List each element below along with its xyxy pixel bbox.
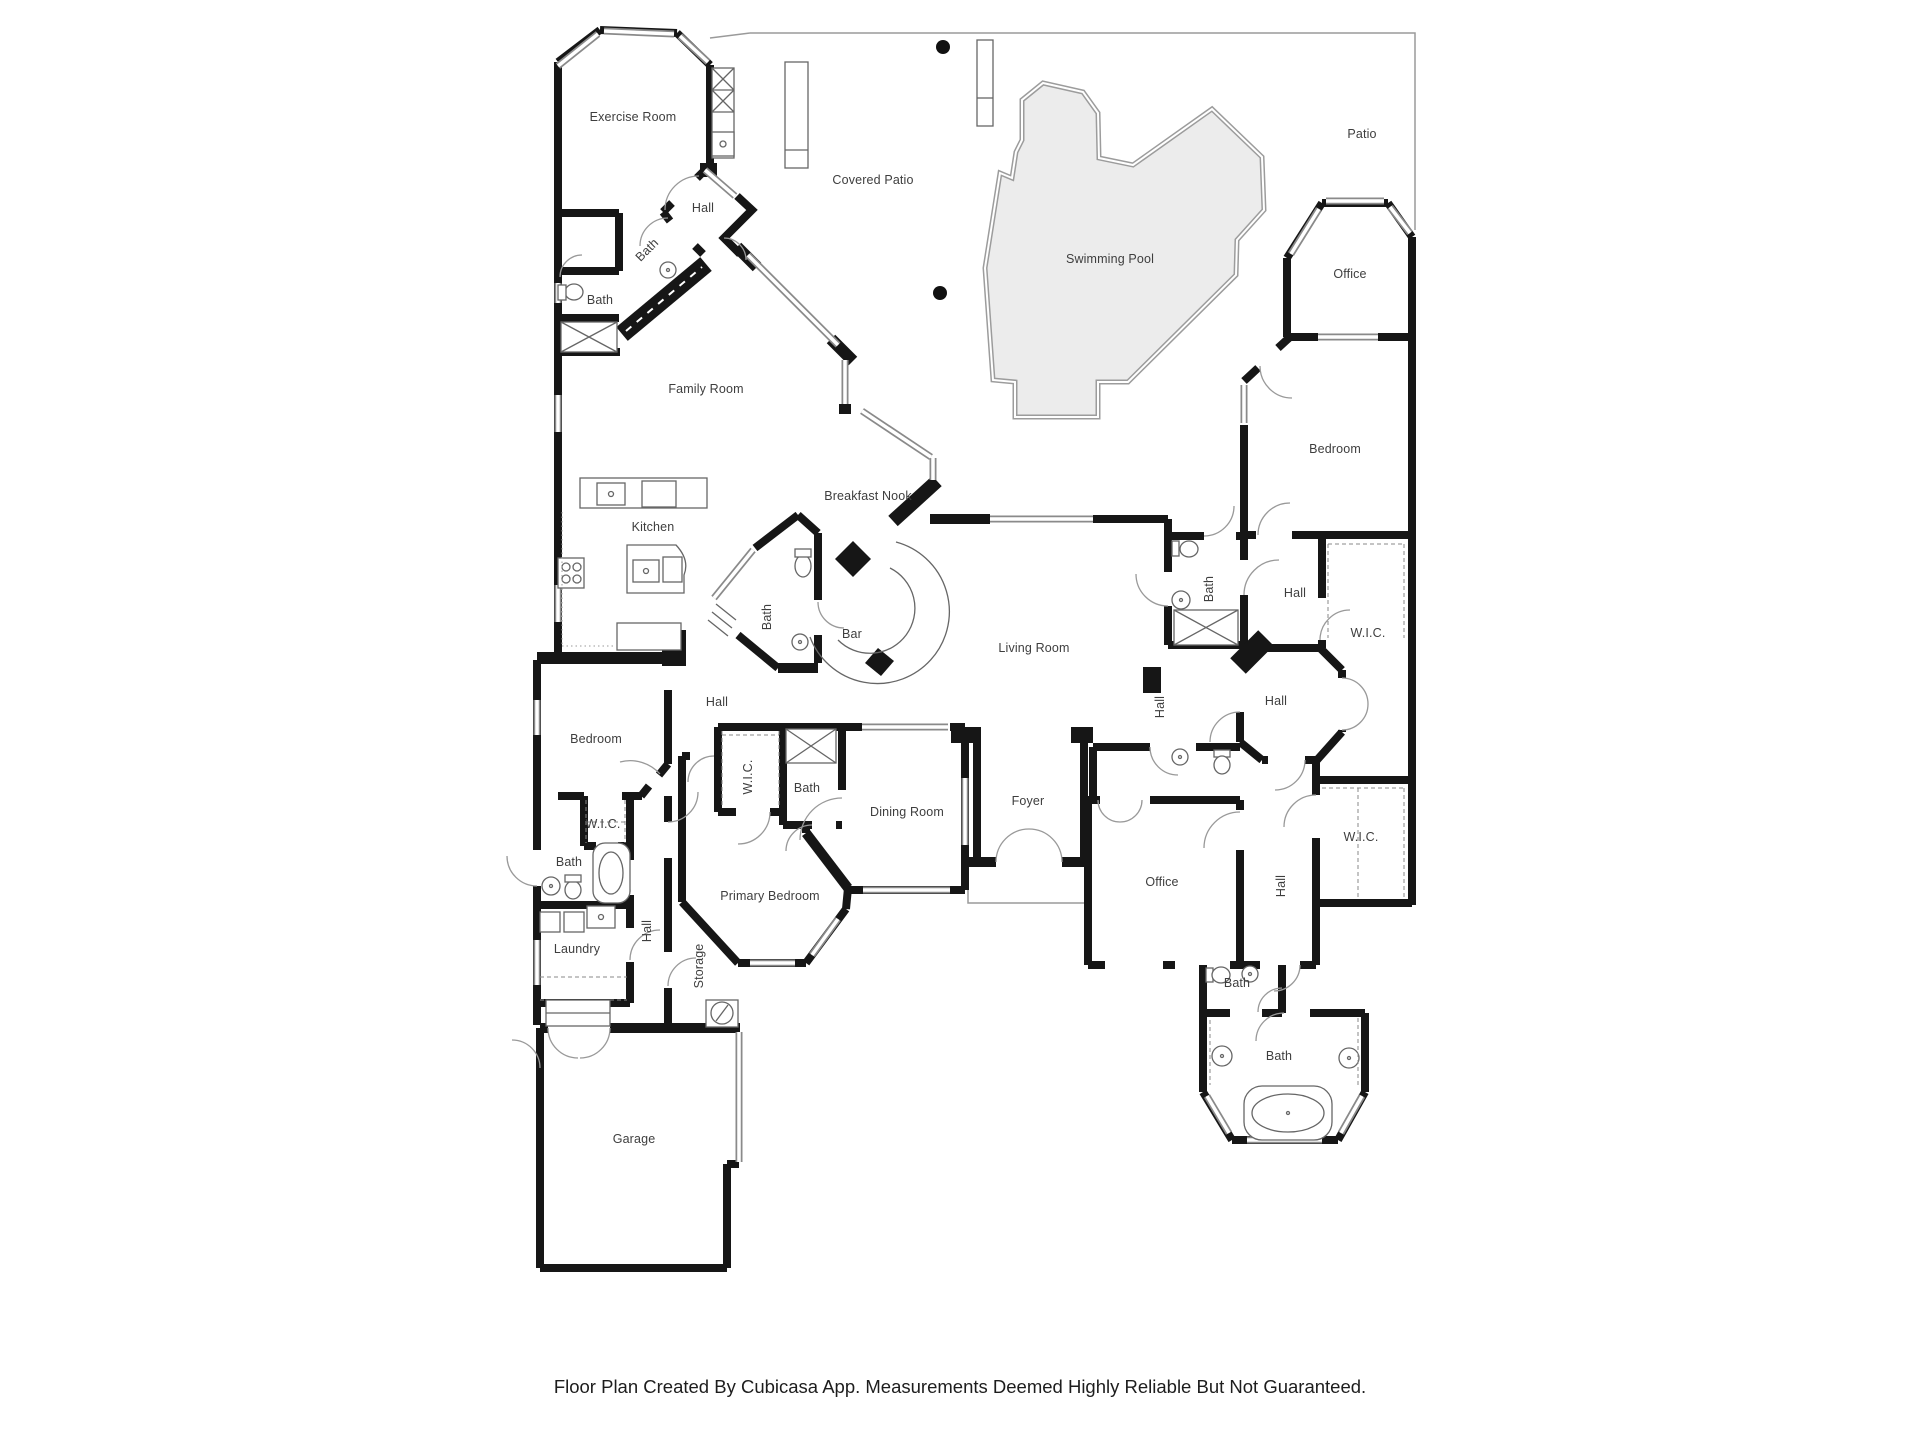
patio-column (936, 40, 950, 54)
room-label-bar-13: Bar (842, 627, 862, 641)
caption: Floor Plan Created By Cubicasa App. Meas… (553, 1376, 1367, 1397)
room-label-kitchen-10: Kitchen (631, 520, 675, 534)
room-label-bath-35: Bath (1223, 976, 1251, 990)
door-arcs (506, 175, 1369, 1069)
room-label-hall-19: Hall (1264, 694, 1288, 708)
room-label-hall-18: Hall (1153, 695, 1167, 719)
room-label-bath-25: Bath (555, 855, 583, 869)
room-label-hall-30: Hall (1274, 874, 1288, 898)
room-label-hall-1: Hall (691, 201, 715, 215)
room-label-hall-33: Hall (640, 919, 654, 943)
room-label-foyer-27: Foyer (1011, 794, 1045, 808)
patio-column (933, 286, 947, 300)
patio-counter (976, 39, 994, 127)
room-label-bath-12: Bath (760, 603, 774, 631)
room-label-bedroom-9: Bedroom (1309, 442, 1361, 456)
room-label-swimming-pool-5: Swimming Pool (1065, 252, 1155, 266)
room-label-office-29: Office (1145, 875, 1179, 889)
room-label-w-i-c-22: W.I.C. (741, 759, 755, 795)
room-label-bath-36: Bath (1265, 1049, 1293, 1063)
room-label-family-room-8: Family Room (668, 382, 744, 396)
room-label-storage-34: Storage (692, 943, 706, 989)
room-label-primary-bedroom-28: Primary Bedroom (720, 889, 820, 903)
room-label-bath-3: Bath (586, 293, 614, 307)
room-label-living-room-14: Living Room (998, 641, 1070, 655)
swimming-pool (982, 80, 1267, 420)
room-label-patio-6: Patio (1347, 127, 1377, 141)
room-label-w-i-c-24: W.I.C. (585, 817, 621, 831)
room-label-hall-21: Hall (705, 695, 729, 709)
room-label-exercise-room-0: Exercise Room (589, 110, 677, 124)
room-label-garage-37: Garage (612, 1132, 656, 1146)
room-label-hall-16: Hall (1283, 586, 1307, 600)
patio-bench (784, 61, 809, 169)
windows (533, 27, 1413, 1162)
room-label-laundry-32: Laundry (553, 942, 601, 956)
room-label-bath-15: Bath (1202, 575, 1216, 603)
room-label-w-i-c-17: W.I.C. (1350, 626, 1386, 640)
room-label-covered-patio-4: Covered Patio (832, 173, 914, 187)
room-label-dining-room-26: Dining Room (870, 805, 944, 819)
room-label-w-i-c-31: W.I.C. (1343, 830, 1379, 844)
room-label-bedroom-20: Bedroom (570, 732, 622, 746)
fixtures (539, 39, 1405, 1141)
room-label-office-7: Office (1333, 267, 1367, 281)
room-label-breakfast-nook-11: Breakfast Nook (824, 489, 912, 503)
room-label-bath-23: Bath (793, 781, 821, 795)
